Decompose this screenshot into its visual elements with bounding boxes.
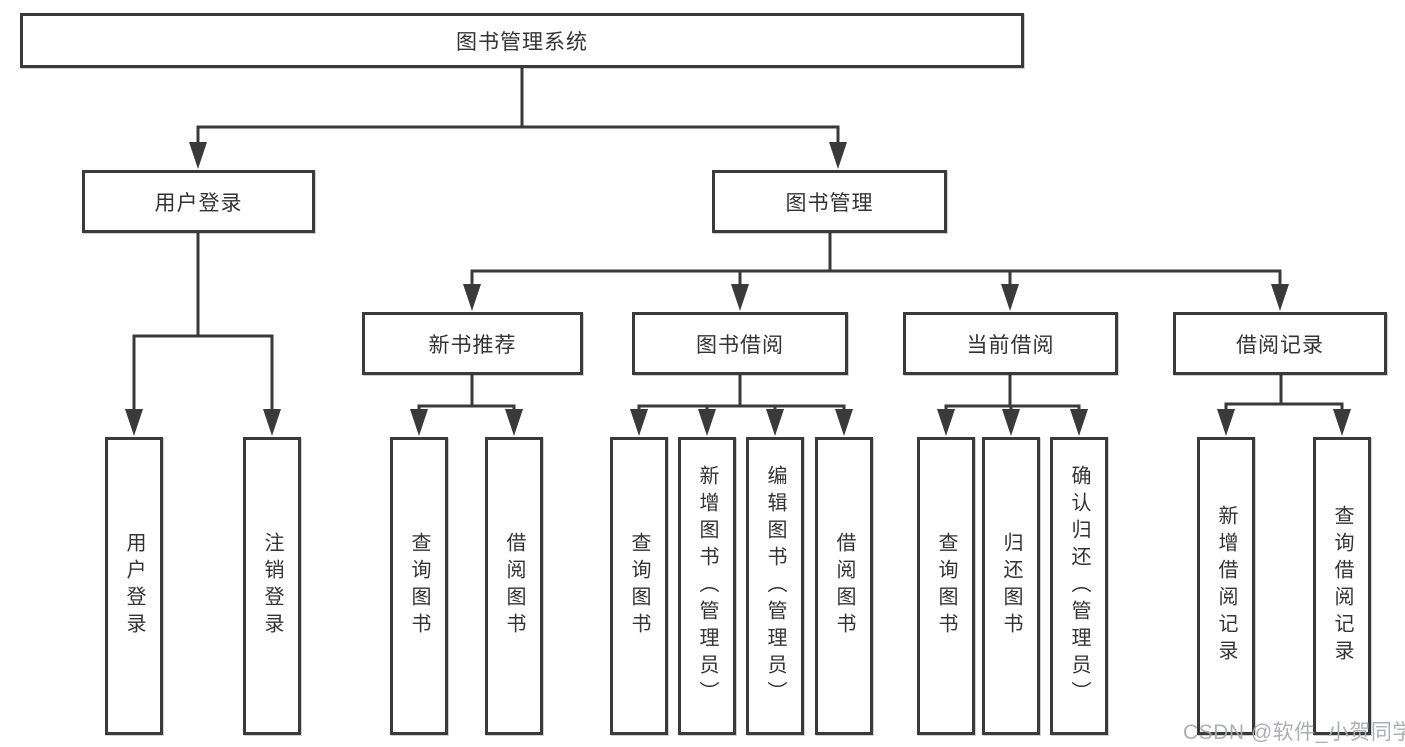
node-book-management-module: 图书管理: [712, 170, 947, 233]
node-leaf-borrow-books: 借阅图书: [485, 437, 543, 735]
node-label: 当前借阅: [966, 333, 1055, 357]
node-label: 注销登录: [261, 532, 283, 640]
node-borrowing-records: 借阅记录: [1173, 312, 1387, 375]
node-label: 查询借阅记录: [1331, 505, 1353, 667]
node-leaf-query-borrow-record: 查询借阅记录: [1313, 437, 1371, 735]
node-label: 图书借阅: [696, 333, 784, 357]
node-leaf-query-books: 查询图书: [917, 437, 975, 735]
node-book-borrowing: 图书借阅: [632, 312, 848, 375]
node-label: 借阅图书: [503, 532, 525, 640]
node-label: 图书管理系统: [456, 30, 588, 54]
node-leaf-query-books: 查询图书: [610, 437, 668, 735]
node-label: 查询图书: [408, 532, 430, 640]
node-library-management-system: 图书管理系统: [20, 13, 1024, 68]
node-leaf-add-borrow-record: 新增借阅记录: [1197, 437, 1255, 735]
arrowheads: [125, 142, 1351, 436]
node-leaf-edit-books-admin: 编辑图书（管理员）: [746, 437, 804, 735]
node-leaf-query-books: 查询图书: [390, 437, 448, 735]
node-label: 编辑图书（管理员）: [764, 464, 786, 708]
node-label: 借阅图书: [833, 532, 855, 640]
node-label: 用户登录: [123, 532, 145, 640]
node-label: 归还图书: [1000, 532, 1022, 640]
csdn-watermark: CSDN @软件_小贺同学: [1183, 721, 1405, 744]
node-leaf-logout: 注销登录: [243, 437, 301, 735]
node-label: 用户登录: [154, 191, 243, 215]
node-label: 确认归还（管理员）: [1068, 464, 1090, 708]
node-label: 新增图书（管理员）: [696, 464, 718, 708]
node-label: 借阅记录: [1236, 333, 1324, 357]
node-label: 图书管理: [785, 191, 874, 215]
node-user-login-module: 用户登录: [82, 170, 315, 233]
node-leaf-add-books-admin: 新增图书（管理员）: [678, 437, 736, 735]
node-leaf-return-books: 归还图书: [982, 437, 1040, 735]
node-label: 查询图书: [628, 532, 650, 640]
node-leaf-confirm-return-admin: 确认归还（管理员）: [1050, 437, 1108, 735]
node-current-borrowing: 当前借阅: [903, 312, 1118, 375]
node-label: 新书推荐: [428, 333, 517, 357]
node-label: 新增借阅记录: [1215, 505, 1237, 667]
node-leaf-borrow-books: 借阅图书: [815, 437, 873, 735]
node-leaf-user-login: 用户登录: [105, 437, 163, 735]
node-label: 查询图书: [935, 532, 957, 640]
node-new-book-recommendation: 新书推荐: [362, 312, 583, 375]
